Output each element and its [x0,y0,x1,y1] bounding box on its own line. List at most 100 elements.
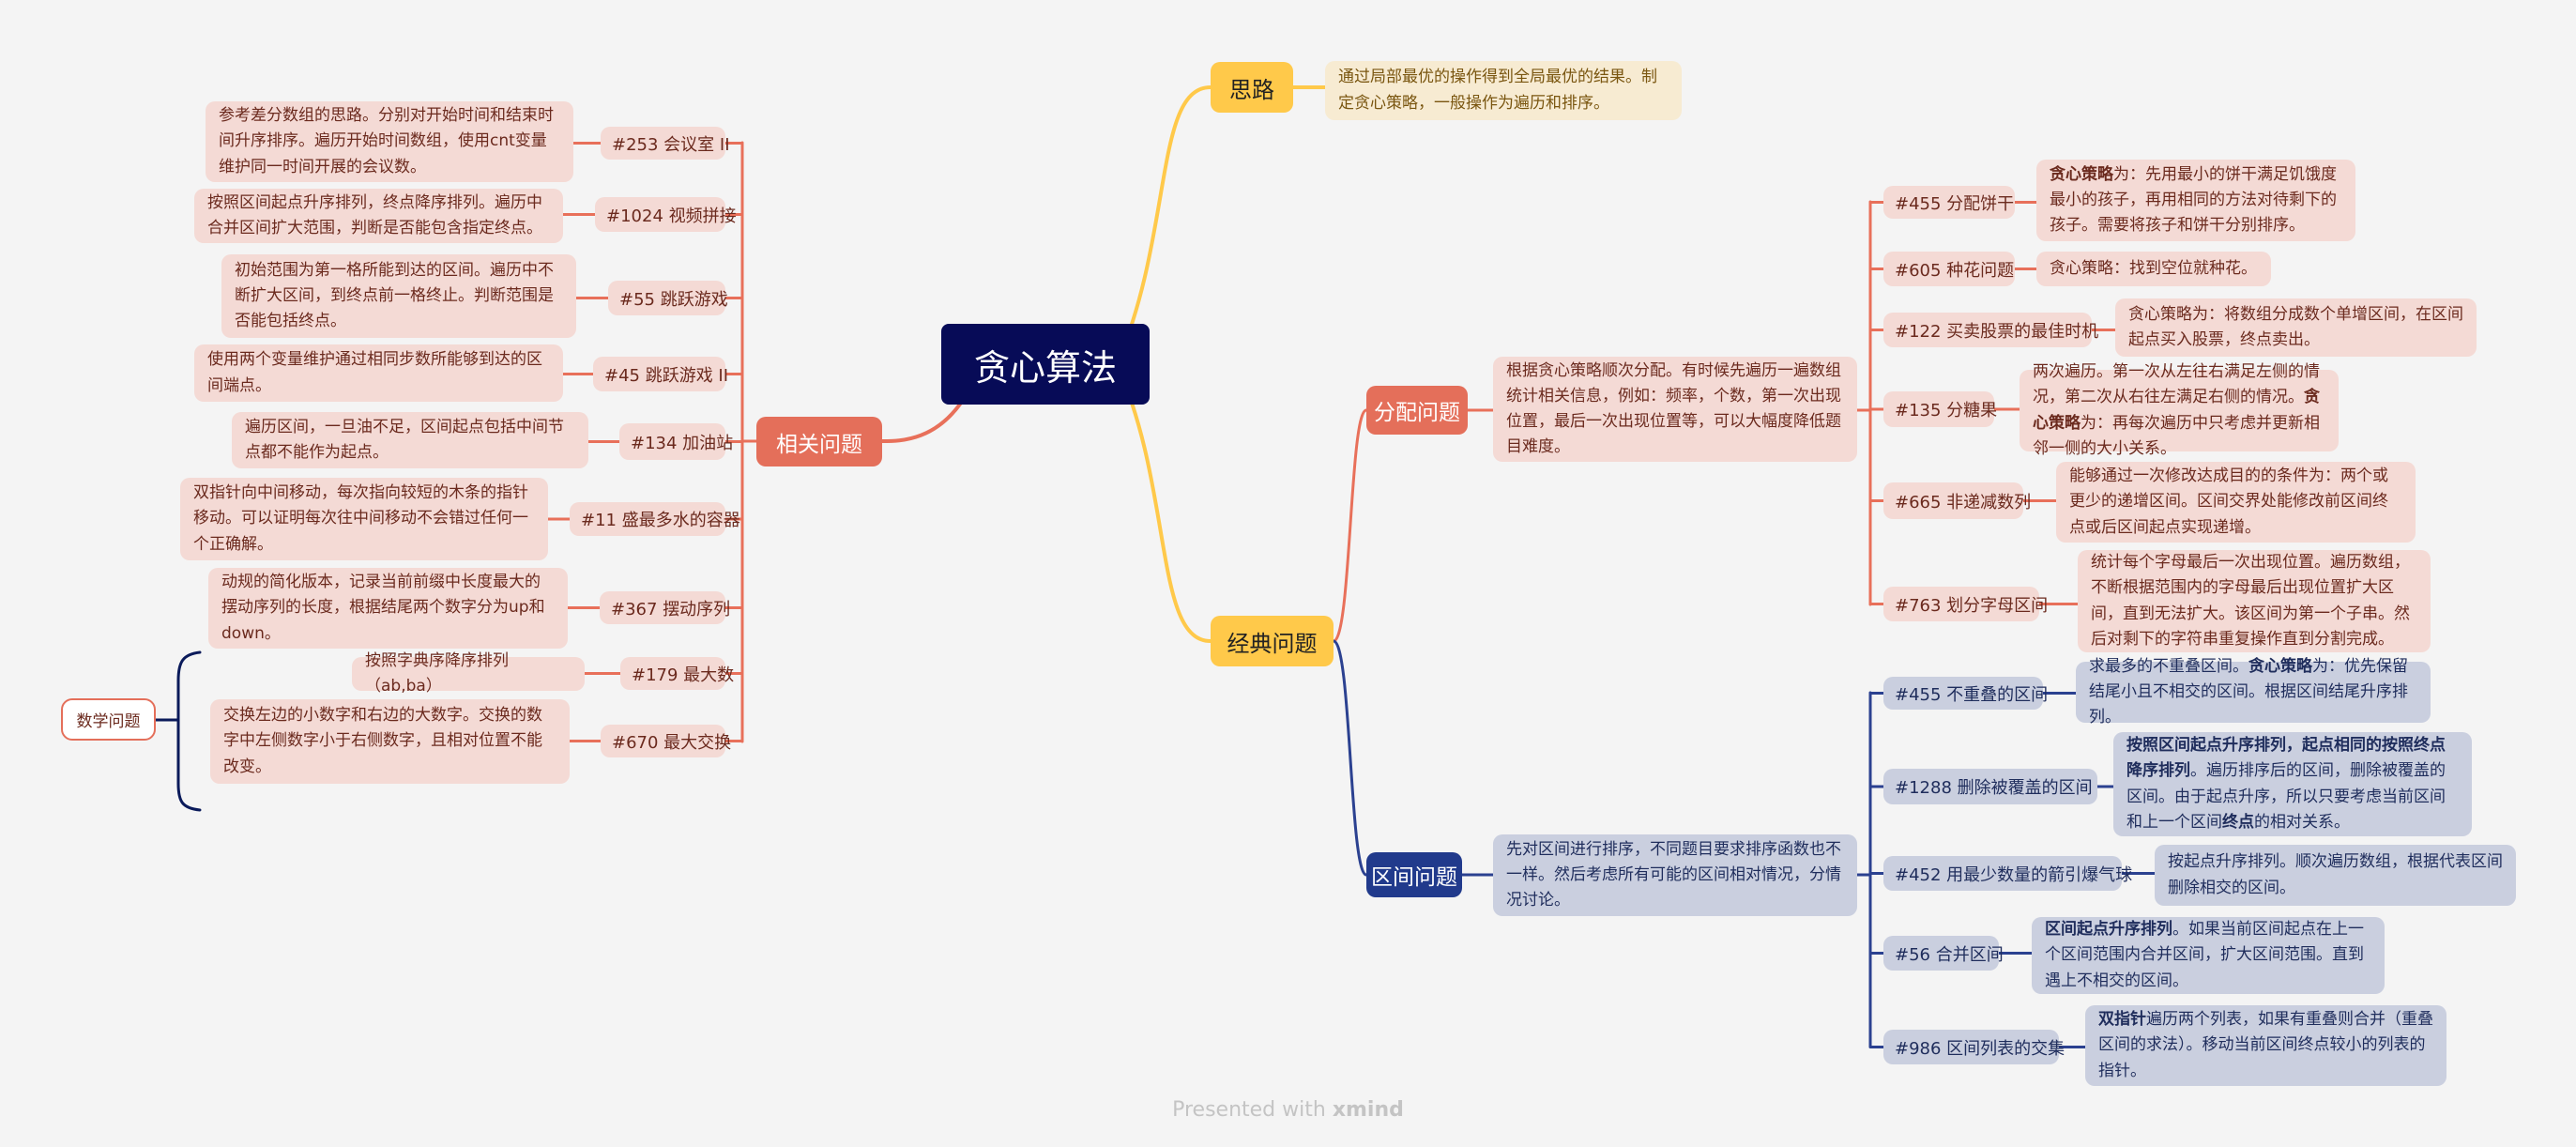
text-segment: 能够通过一次修改达成目的的条件为：两个或更少的递增区间。区间交界处能修改前区间终… [2069,466,2388,537]
text-segment: 贪心策略：找到空位就种花。 [2050,258,2257,278]
text-segment: 为：优先保留结尾小且不相交的区间。根据区间结尾升序排列。 [2089,656,2408,727]
interval-desc: 先对区间进行排序，不同题目要求排序函数也不一样。然后考虑所有可能的区间相对情况，… [1493,834,1857,916]
bold-text: 贪心策略 [2033,388,2320,433]
related-item[interactable]: #11 盛最多水的容器 [570,502,740,536]
interval-item[interactable]: #56 合并区间 [1883,936,2004,971]
allocation-item-desc-text: 贪心策略为：先用最小的饼干满足饥饿度最小的孩子，再用相同的方法对待剩下的孩子。需… [2050,162,2342,239]
related-item[interactable]: #1024 视频拼接 [595,197,737,232]
interval-item-desc-text: 按起点升序排列。顺次遍历数组，根据代表区间删除相交的区间。 [2168,849,2503,900]
allocation-item-text: #763 划分字母区间 [1895,595,2049,616]
interval-item-text: #455 不重叠的区间 [1895,684,2049,705]
allocation-item-text: #135 分糖果 [1895,401,1998,421]
interval-desc-text: 先对区间进行排序，不同题目要求排序函数也不一样。然后考虑所有可能的区间相对情况，… [1506,839,1841,910]
idea-note: 通过局部最优的操作得到全局最优的结果。制定贪心策略，一般操作为遍历和排序。 [1325,61,1682,120]
allocation-item-desc-text: 贪心策略：找到空位就种花。 [2050,256,2257,282]
related-item[interactable]: #45 跳跃游戏 II [593,357,728,391]
bold-text: 区间起点升序排列 [2045,920,2172,940]
related-item-text: #11 盛最多水的容器 [581,511,740,530]
allocation-item[interactable]: #122 买卖股票的最佳时机 [1883,313,2098,347]
allocation-item[interactable]: #605 种花问题 [1883,252,2015,286]
related-item-text: #1024 视频拼接 [606,206,737,226]
topic-related[interactable]: 相关问题 [756,417,882,466]
allocation-item[interactable]: #763 划分字母区间 [1883,587,2048,621]
text-segment: 。如果当前区间起点在上一个区间范围内合并区间，扩大区间范围。直到遇上不相交的区间… [2045,920,2364,990]
footer-credit: Presented with xmind [0,1098,2576,1122]
related-item-desc: 使用两个变量维护通过相同步数所能够到达的区间端点。 [194,344,563,402]
math-group-label[interactable]: 数学问题 [61,698,156,741]
related-item-desc: 动规的简化版本，记录当前前缀中长度最大的摆动序列的长度，根据结尾两个数字分为up… [208,568,568,649]
related-item-text: #55 跳跃游戏 [619,289,728,310]
related-item-desc: 遍历区间，一旦油不足，区间起点包括中间节点都不能作为起点。 [232,412,588,468]
topic-idea[interactable]: 思路 [1211,62,1293,113]
allocation-item-desc: 贪心策略：找到空位就种花。 [2036,252,2271,286]
interval-item-desc: 按照区间起点升序排列，起点相同的按照终点降序排列。遍历排序后的区间，删除被覆盖的… [2113,732,2472,836]
allocation-item[interactable]: #135 分糖果 [1883,391,1998,427]
link-root-related [880,392,968,443]
related-item[interactable]: #367 摆动序列 [600,591,730,624]
related-item-desc-text: 遍历区间，一旦油不足，区间起点包括中间节点都不能作为起点。 [245,417,564,462]
related-item-desc: 按照区间起点升序排列，终点降序排列。遍历中合并区间扩大范围，判断是否能包含指定终… [194,189,563,243]
allocation-item[interactable]: #665 非递减数列 [1883,482,2031,519]
related-item[interactable]: #55 跳跃游戏 [608,281,728,315]
interval-item-desc: 按起点升序排列。顺次遍历数组，根据代表区间删除相交的区间。 [2155,845,2516,906]
link-classic-interval [1332,639,1368,877]
allocation-item-desc-text: 统计每个字母最后一次出现位置。遍历数组，不断根据范围内的字母最后出现位置扩大区间… [2091,550,2417,652]
interval-item[interactable]: #452 用最少数量的箭引爆气球 [1883,856,2132,891]
math-group-label-text: 数学问题 [76,712,141,731]
idea-note-text: 通过局部最优的操作得到全局最优的结果。制定贪心策略，一般操作为遍历和排序。 [1338,68,1657,113]
allocation-item[interactable]: #455 分配饼干 [1883,186,2015,219]
interval-item[interactable]: #1288 删除被覆盖的区间 [1883,769,2097,804]
interval-item-desc-text: 按照区间起点升序排列，起点相同的按照终点降序排列。遍历排序后的区间，删除被覆盖的… [2126,733,2459,835]
root-topic[interactable]: 贪心算法 [941,324,1150,405]
bold-text: 终点 [2222,812,2254,832]
related-item-desc-text: 交换左边的小数字和右边的大数字。交换的数字中左侧数字小于右侧数字，且相对位置不能… [223,706,542,776]
interval-item-text: #1288 删除被覆盖的区间 [1895,778,2093,798]
text-segment: 遍历两个列表，如果有重叠则合并（重叠区间的求法）。移动当前区间终点较小的列表的指… [2098,1010,2433,1080]
related-item-desc: 初始范围为第一格所能到达的区间。遍历中不断扩大区间，到终点前一格终止。判断范围是… [221,254,576,338]
topic-interval-text: 区间问题 [1371,865,1457,890]
topic-interval[interactable]: 区间问题 [1366,852,1462,897]
interval-item-desc: 求最多的不重叠区间。贪心策略为：优先保留结尾小且不相交的区间。根据区间结尾升序排… [2076,657,2431,726]
related-item-text: #367 摆动序列 [611,599,731,619]
related-item-desc-text: 使用两个变量维护通过相同步数所能够到达的区间端点。 [207,350,542,395]
bold-text: 贪心策略 [2248,656,2312,676]
root-topic-text: 贪心算法 [973,346,1117,389]
interval-item-desc: 区间起点升序排列。如果当前区间起点在上一个区间范围内合并区间，扩大区间范围。直到… [2032,917,2385,994]
link-root-classic [1115,362,1212,643]
text-segment: 按起点升序排列。顺次遍历数组，根据代表区间删除相交的区间。 [2168,852,2503,897]
interval-item-text: #986 区间列表的交集 [1895,1038,2065,1059]
related-item-desc: 按照字典序降序排列（ab,ba） [352,651,585,696]
allocation-item-desc-text: 能够通过一次修改达成目的的条件为：两个或更少的递增区间。区间交界处能修改前区间终… [2069,464,2402,541]
related-item-text: #134 加油站 [631,433,734,453]
related-item[interactable]: #179 最大数 [620,657,734,690]
related-item-desc: 双指针向中间移动，每次指向较短的木条的指针移动。可以证明每次往中间移动不会错过任… [180,478,548,560]
allocation-item-desc-text: 贪心策略为：将数组分成数个单增区间，在区间起点买入股票，终点卖出。 [2128,302,2463,353]
interval-item[interactable]: #986 区间列表的交集 [1883,1030,2065,1064]
interval-item-desc-text: 求最多的不重叠区间。贪心策略为：优先保留结尾小且不相交的区间。根据区间结尾升序排… [2089,654,2417,731]
topic-classic[interactable]: 经典问题 [1211,616,1334,666]
topic-allocation-text: 分配问题 [1374,401,1460,425]
related-item-desc-text: 按照区间起点升序排列，终点降序排列。遍历中合并区间扩大范围，判断是否能包含指定终… [207,192,542,237]
text-segment: 为：先用最小的饼干满足饥饿度最小的孩子，再用相同的方法对待剩下的孩子。需要将孩子… [2050,164,2337,236]
related-item[interactable]: #670 最大交换 [601,725,731,757]
allocation-item-text: #605 种花问题 [1895,260,2015,281]
related-item-desc-text: 按照字典序降序排列（ab,ba） [365,650,509,696]
interval-item-desc-text: 双指针遍历两个列表，如果有重叠则合并（重叠区间的求法）。移动当前区间终点较小的列… [2098,1007,2433,1084]
related-item[interactable]: #134 加油站 [619,423,733,460]
interval-item-desc-text: 区间起点升序排列。如果当前区间起点在上一个区间范围内合并区间，扩大区间范围。直到… [2045,917,2371,994]
related-item-desc-text: 双指针向中间移动，每次指向较短的木条的指针移动。可以证明每次往中间移动不会错过任… [193,483,528,554]
allocation-item-desc: 统计每个字母最后一次出现位置。遍历数组，不断根据范围内的字母最后出现位置扩大区间… [2078,550,2431,652]
interval-item-text: #56 合并区间 [1895,944,2004,965]
allocation-item-text: #665 非递减数列 [1895,492,2032,512]
text-segment: 为：再每次遍历中只考虑并更新相邻一侧的大小关系。 [2033,413,2320,458]
allocation-desc: 根据贪心策略顺次分配。有时候先遍历一遍数组统计相关信息，例如：频率，个数，第一次… [1493,357,1857,462]
topic-allocation[interactable]: 分配问题 [1366,386,1468,435]
related-item[interactable]: #253 会议室 II [601,127,730,160]
text-segment: 求最多的不重叠区间。 [2089,656,2248,676]
bold-text: 按照区间起点升序排列，起点相同的按照终点降序排列 [2126,736,2446,781]
link-classic-allocation [1332,408,1368,643]
link-root-idea [1115,85,1212,366]
topic-classic-text: 经典问题 [1227,630,1318,657]
interval-item[interactable]: #455 不重叠的区间 [1883,677,2048,710]
